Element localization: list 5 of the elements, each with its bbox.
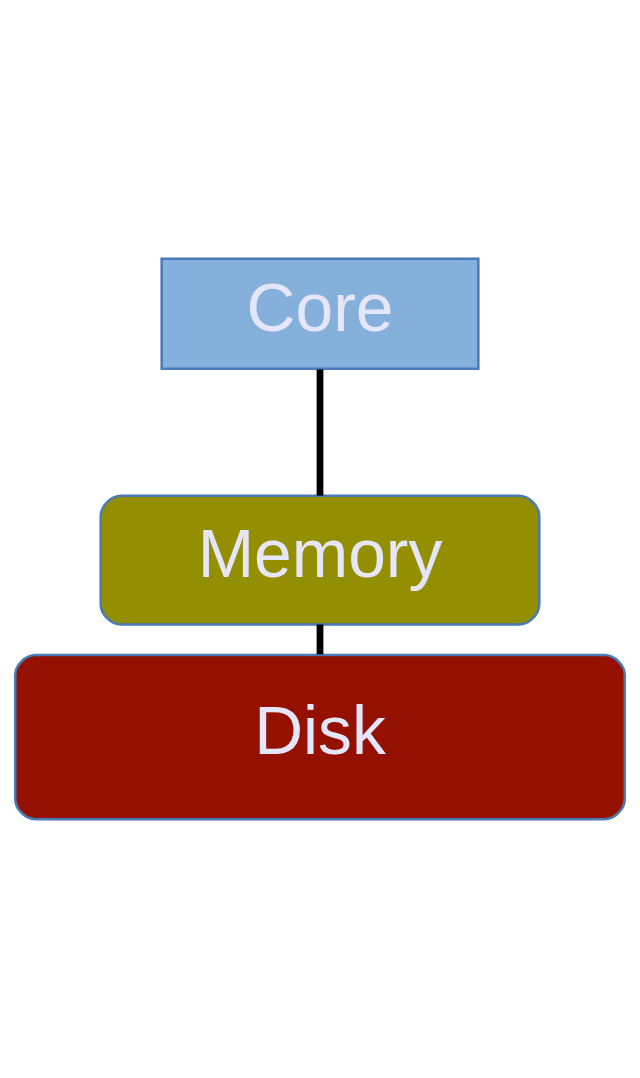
node-box: Memory [99, 494, 541, 626]
node-box: Disk [13, 653, 627, 821]
node-box: Core [160, 257, 480, 371]
connector [316, 624, 324, 655]
connector [316, 369, 324, 496]
